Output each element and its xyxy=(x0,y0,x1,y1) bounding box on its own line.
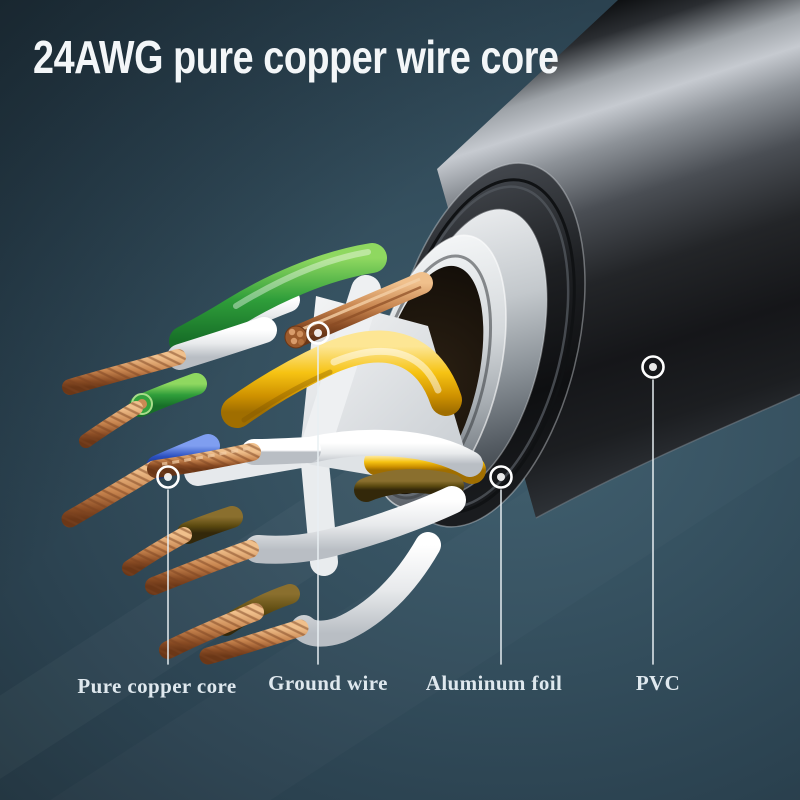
label-aluminum-foil: Aluminum foil xyxy=(425,671,563,695)
label-ground-wire: Ground wire xyxy=(268,671,388,695)
twisted-pair-brown-left xyxy=(122,506,243,576)
marker-aluminum-foil xyxy=(489,465,513,665)
page-title: 24AWG pure copper wire core xyxy=(33,31,559,83)
twisted-pair-brown-bottom xyxy=(159,584,300,659)
twisted-pair-brown-inner xyxy=(354,469,464,502)
marker-ground-wire xyxy=(306,321,330,665)
twisted-pair-white-bottom2 xyxy=(199,532,441,665)
label-pvc: PVC xyxy=(635,671,681,695)
twisted-pair-white-bottom xyxy=(145,486,466,595)
twisted-pair-green xyxy=(169,243,387,356)
copper-core-green xyxy=(79,373,207,448)
callout-annotations xyxy=(156,321,665,665)
twisted-pair-yellow xyxy=(221,330,486,484)
label-pure-copper-core: Pure copper core xyxy=(77,674,237,698)
copper-core-white-top xyxy=(62,317,277,395)
marker-pure-copper-core xyxy=(156,465,180,665)
marker-pvc xyxy=(641,355,665,665)
